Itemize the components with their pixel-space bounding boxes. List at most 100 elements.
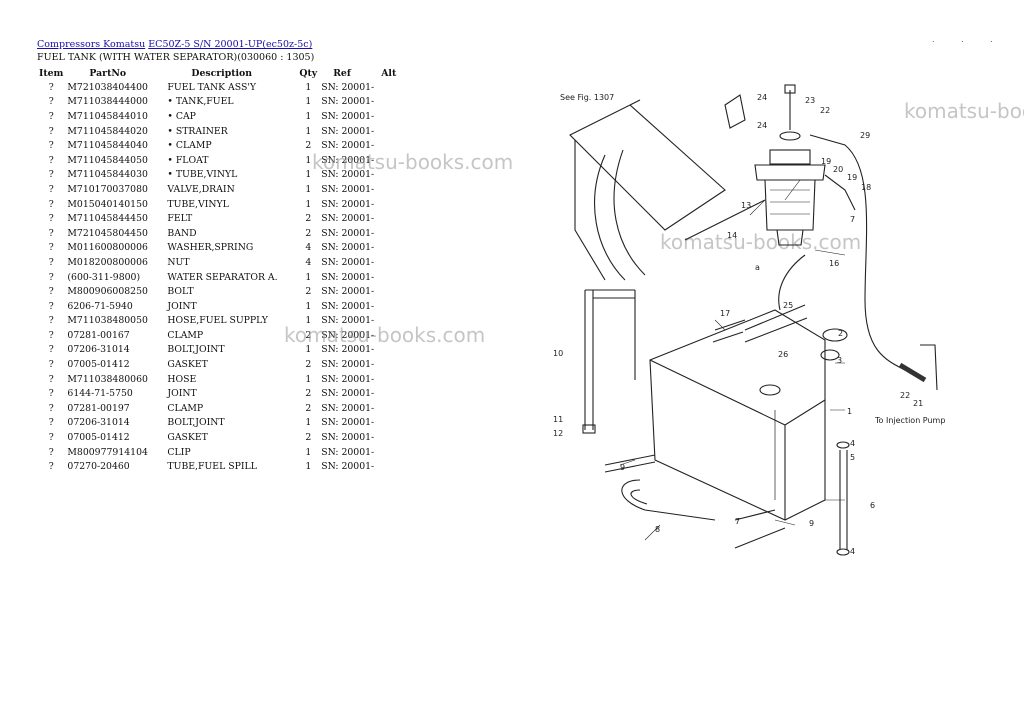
row-qty: 1: [305, 169, 312, 181]
breadcrumb: Compressors Komatsu EC50Z-5 S/N 20001-UP…: [37, 39, 312, 50]
row-ref: SN: 20001-: [321, 286, 375, 298]
row-description: HOSE,FUEL SUPPLY: [167, 315, 268, 327]
row-qty: 1: [305, 461, 312, 473]
row-ref: SN: 20001-: [321, 461, 375, 473]
row-alt: [379, 401, 403, 416]
row-alt: [379, 80, 403, 95]
row-item: ?: [48, 96, 54, 108]
row-partno: M711038480050: [67, 315, 148, 327]
row-partno: M711045844030: [67, 169, 148, 181]
row-item: ?: [48, 169, 54, 181]
row-ref: SN: 20001-: [321, 140, 375, 152]
svg-text:4: 4: [850, 439, 855, 448]
row-description: HOSE: [167, 373, 197, 385]
row-qty: 2: [305, 227, 312, 239]
row-item: ?: [48, 154, 54, 166]
row-description: GASKET: [167, 359, 208, 371]
breadcrumb-link-model[interactable]: EC50Z-5 S/N 20001-UP(ec50z-5c): [148, 39, 313, 50]
row-ref: SN: 20001-: [321, 315, 375, 327]
row-qty: 4: [305, 242, 312, 254]
row-description: TUBE,FUEL SPILL: [167, 461, 257, 473]
row-qty: 1: [305, 446, 312, 458]
row-alt: [379, 299, 403, 314]
svg-text:22: 22: [900, 391, 910, 400]
row-partno: (600-311-9800): [67, 271, 141, 283]
row-qty: 1: [305, 373, 312, 385]
row-item: ?: [48, 373, 54, 385]
row-alt: [379, 270, 403, 285]
row-description: TUBE,VINYL: [167, 198, 229, 210]
breadcrumb-link-compressors[interactable]: Compressors Komatsu: [37, 39, 146, 50]
svg-text:7: 7: [735, 517, 740, 526]
row-item: ?: [48, 198, 54, 210]
row-description: FUEL TANK ASS'Y: [167, 81, 257, 93]
row-qty: 1: [305, 315, 312, 327]
svg-text:12: 12: [553, 429, 563, 438]
row-ref: SN: 20001-: [321, 417, 375, 429]
row-description: JOINT: [167, 300, 197, 312]
row-partno: 07281-00197: [67, 402, 130, 414]
row-partno: M711045844020: [67, 125, 148, 137]
row-item: ?: [48, 300, 54, 312]
row-description: GASKET: [167, 432, 208, 444]
row-partno: M711045844450: [67, 213, 148, 225]
svg-text:29: 29: [860, 131, 870, 140]
svg-text:19: 19: [847, 173, 857, 182]
row-alt: [379, 95, 403, 110]
row-partno: M800906008250: [67, 286, 148, 298]
row-ref: SN: 20001-: [321, 402, 375, 414]
row-description: FELT: [167, 213, 193, 225]
row-qty: 2: [305, 213, 312, 225]
svg-text:25: 25: [783, 301, 793, 310]
svg-text:16: 16: [829, 259, 839, 268]
row-partno: M721038404400: [67, 81, 148, 93]
row-alt: [379, 182, 403, 197]
row-partno: 07281-00167: [67, 329, 130, 341]
row-item: ?: [48, 402, 54, 414]
svg-text:4: 4: [850, 547, 855, 556]
row-ref: SN: 20001-: [321, 169, 375, 181]
row-item: ?: [48, 125, 54, 137]
row-qty: 1: [305, 271, 312, 283]
row-ref: SN: 20001-: [321, 213, 375, 225]
row-partno: 07005-01412: [67, 359, 130, 371]
svg-text:10: 10: [553, 349, 563, 358]
row-alt: [379, 459, 403, 474]
row-ref: SN: 20001-: [321, 81, 375, 93]
svg-text:17: 17: [720, 309, 730, 318]
row-alt: [379, 168, 403, 183]
row-qty: 4: [305, 256, 312, 268]
row-description: CLIP: [167, 446, 191, 458]
row-alt: [379, 241, 403, 256]
svg-text:24: 24: [757, 121, 767, 130]
row-description: • CAP: [167, 110, 196, 122]
row-partno: M011600800006: [67, 242, 148, 254]
row-partno: 07206-31014: [67, 344, 130, 356]
row-qty: 2: [305, 329, 312, 341]
svg-text:5: 5: [850, 453, 855, 462]
svg-text:24: 24: [757, 93, 767, 102]
row-partno: M711038444000: [67, 96, 148, 108]
row-partno: M018200800006: [67, 256, 148, 268]
svg-text:14: 14: [727, 231, 737, 240]
header-alt: Alt: [381, 67, 397, 79]
row-alt: [379, 328, 403, 343]
row-qty: 2: [305, 140, 312, 152]
svg-text:13: 13: [741, 201, 751, 210]
row-description: JOINT: [167, 388, 197, 400]
svg-text:To Injection Pump: To Injection Pump: [874, 416, 945, 425]
row-description: CLAMP: [167, 402, 204, 414]
svg-text:26: 26: [778, 350, 788, 359]
row-description: BOLT,JOINT: [167, 344, 225, 356]
